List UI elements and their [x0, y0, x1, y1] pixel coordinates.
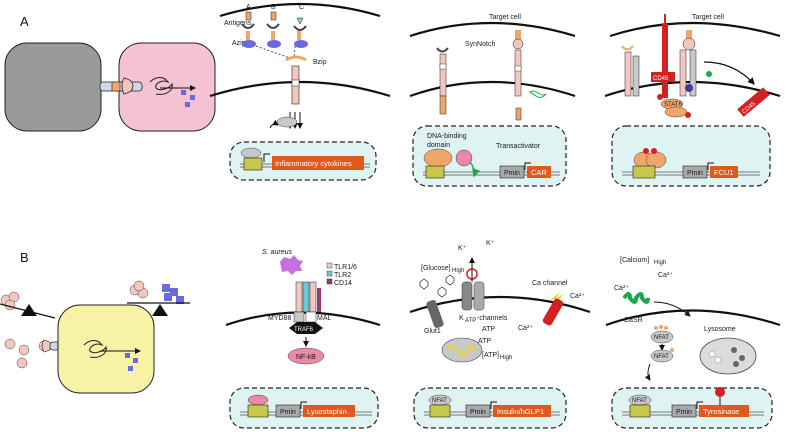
receptor-segment — [111, 81, 121, 92]
secreted-molecule — [185, 102, 190, 107]
legend-cd14: CD14 — [334, 280, 352, 287]
glucose-label: [Glucose] — [421, 265, 451, 272]
secreted-molecule — [181, 90, 186, 95]
gene-box — [272, 156, 364, 170]
k-ion-1: K⁺ — [458, 245, 467, 252]
stat6-label: STAT6 — [664, 102, 682, 108]
nfat-label-2: NFAT — [654, 354, 669, 360]
receptor-bar — [99, 81, 143, 92]
row-a-cell-schematic — [4, 42, 216, 132]
antigen-letter-b: B — [271, 4, 276, 11]
cd45-panel: Target cell CD45 CD45 STAT6 — [604, 14, 781, 187]
cell-membrane — [209, 80, 391, 98]
legend-tlr2: TLR2 — [334, 272, 351, 279]
ca-ion-2: Ca²⁺ — [614, 285, 629, 292]
gene-label-insulin: Insulin/hGLP1 — [497, 407, 544, 416]
lysosome-label: Lysosome — [704, 326, 736, 333]
bzip-label: Bzip — [313, 59, 327, 66]
calcium-label: [Calcium] — [620, 257, 649, 264]
organism-label: S. aureus — [262, 249, 292, 256]
atp-label-2: ATP — [478, 338, 491, 345]
nfkb-label: NF-kB — [296, 354, 316, 361]
glut1-label: Glut1 — [424, 328, 441, 335]
cell-membrane-top — [219, 2, 381, 18]
katp-label: K — [459, 315, 464, 322]
panel-label-a: A — [20, 14, 29, 29]
nfat-label-1: NFAT — [654, 335, 669, 341]
antigen-letter-c: C — [299, 4, 304, 11]
pmin-label: Pmin — [470, 409, 486, 416]
mal-label: MAL — [317, 315, 332, 322]
dna-binding-label-1: DNA-binding — [427, 133, 467, 140]
gray-target-cell — [4, 42, 102, 132]
glucose-sub: High — [452, 268, 464, 274]
transactivator-label: Transactivator — [496, 143, 541, 150]
ca-ion-1: Ca²⁺ — [570, 293, 585, 300]
katp-rest: -channels — [477, 315, 508, 322]
gene-label-car: CAR — [531, 168, 547, 177]
target-cell-label: Target cell — [692, 14, 724, 21]
pmin-label: Pmin — [676, 409, 692, 416]
nfat-label-3: NFAT — [632, 398, 647, 404]
target-cell-label: Target cell — [489, 14, 521, 21]
atp-label-1: ATP — [482, 326, 495, 333]
synnotch-label: SynNotch — [465, 41, 495, 48]
panel-label-b: B — [20, 250, 29, 265]
myd88-label: MYD88 — [268, 315, 291, 322]
row-b-cell-schematic — [0, 280, 190, 394]
k-ion-2: K⁺ — [486, 240, 495, 247]
antigen-binder — [121, 77, 134, 95]
synnotch-panel: Target cell SynNotch DNA-binding domain … — [409, 14, 576, 187]
gene-label-tyrosinase: Tyrosinase — [703, 407, 739, 416]
antigen-letter-a: A — [246, 4, 251, 11]
calcium-sub: High — [654, 260, 666, 266]
antigens-label: Antigens — [224, 20, 252, 27]
secreted-molecule — [190, 95, 195, 100]
tlr-panel: S. aureus TLR1/6 TLR2 CD14 MYD88 MAL TRA… — [225, 249, 381, 429]
katp-sub: ATP — [465, 318, 476, 324]
ca-ion-2: Ca²⁺ — [518, 325, 533, 332]
gene-label-lysostaphin: Lysostaphin — [307, 407, 347, 416]
nfat-label: NFAT — [432, 398, 447, 404]
zipper-receptor-panel: A B C Antigens Azip Bzip — [209, 2, 391, 181]
casr-label: CaSR — [624, 317, 643, 324]
ca-ion-1: Ca²⁺ — [658, 272, 673, 279]
atp-high-sub: High — [500, 355, 512, 361]
azip-label: Azip — [232, 40, 246, 47]
ca-channel-label: Ca channel — [532, 280, 568, 287]
pmin-label: Pmin — [280, 409, 296, 416]
signal-coil — [149, 77, 173, 95]
calcium-panel: [Calcium] High Ca²⁺ Ca²⁺ CaSR NFAT NFAT … — [605, 257, 781, 429]
atp-high-label: [ATP] — [482, 352, 499, 359]
traf6-label: TRAF6 — [294, 327, 314, 333]
cd45-left-label: CD45 — [653, 76, 669, 82]
dna-binding-label-2: domain — [427, 142, 450, 149]
gene-label-inflammatory: Inflammatory cytokines — [275, 159, 352, 168]
pmin-label: Pmin — [504, 170, 520, 177]
gene-label-fcu1: FCU1 — [714, 168, 734, 177]
legend-tlr16: TLR1/6 — [334, 264, 357, 271]
glucose-panel: [Glucose] High K⁺ K⁺ Ca channel Ca²⁺ Ca²… — [409, 240, 591, 429]
pmin-label: Pmin — [687, 170, 703, 177]
